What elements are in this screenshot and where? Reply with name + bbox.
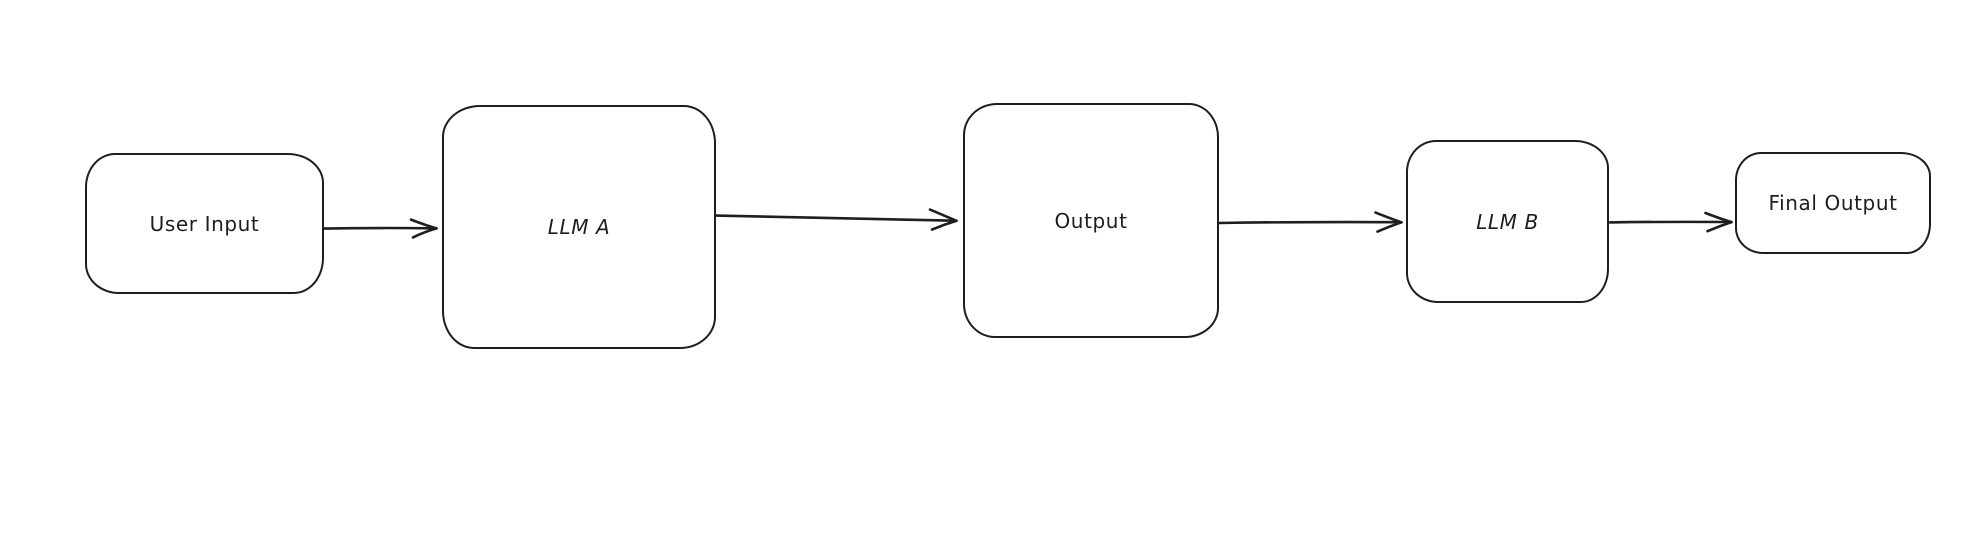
arrow-output-to-llm-b[interactable] xyxy=(1217,211,1403,233)
node-output[interactable]: Output xyxy=(963,103,1219,338)
node-final-output-label: Final Output xyxy=(1768,191,1898,215)
arrow-llm-a-to-output[interactable] xyxy=(714,208,958,231)
node-final-output[interactable]: Final Output xyxy=(1735,152,1931,254)
node-user-input-label: User Input xyxy=(149,211,260,236)
node-llm-a[interactable]: LLM A xyxy=(442,105,716,349)
arrow-user-input-to-llm-a[interactable] xyxy=(322,218,438,239)
node-user-input[interactable]: User Input xyxy=(85,153,324,294)
node-llm-b[interactable]: LLM B xyxy=(1406,140,1609,303)
arrow-llm-b-to-final-output[interactable] xyxy=(1608,211,1733,233)
node-llm-a-label: LLM A xyxy=(547,215,611,239)
node-llm-b-label: LLM B xyxy=(1476,209,1539,234)
node-output-label: Output xyxy=(1054,208,1128,233)
